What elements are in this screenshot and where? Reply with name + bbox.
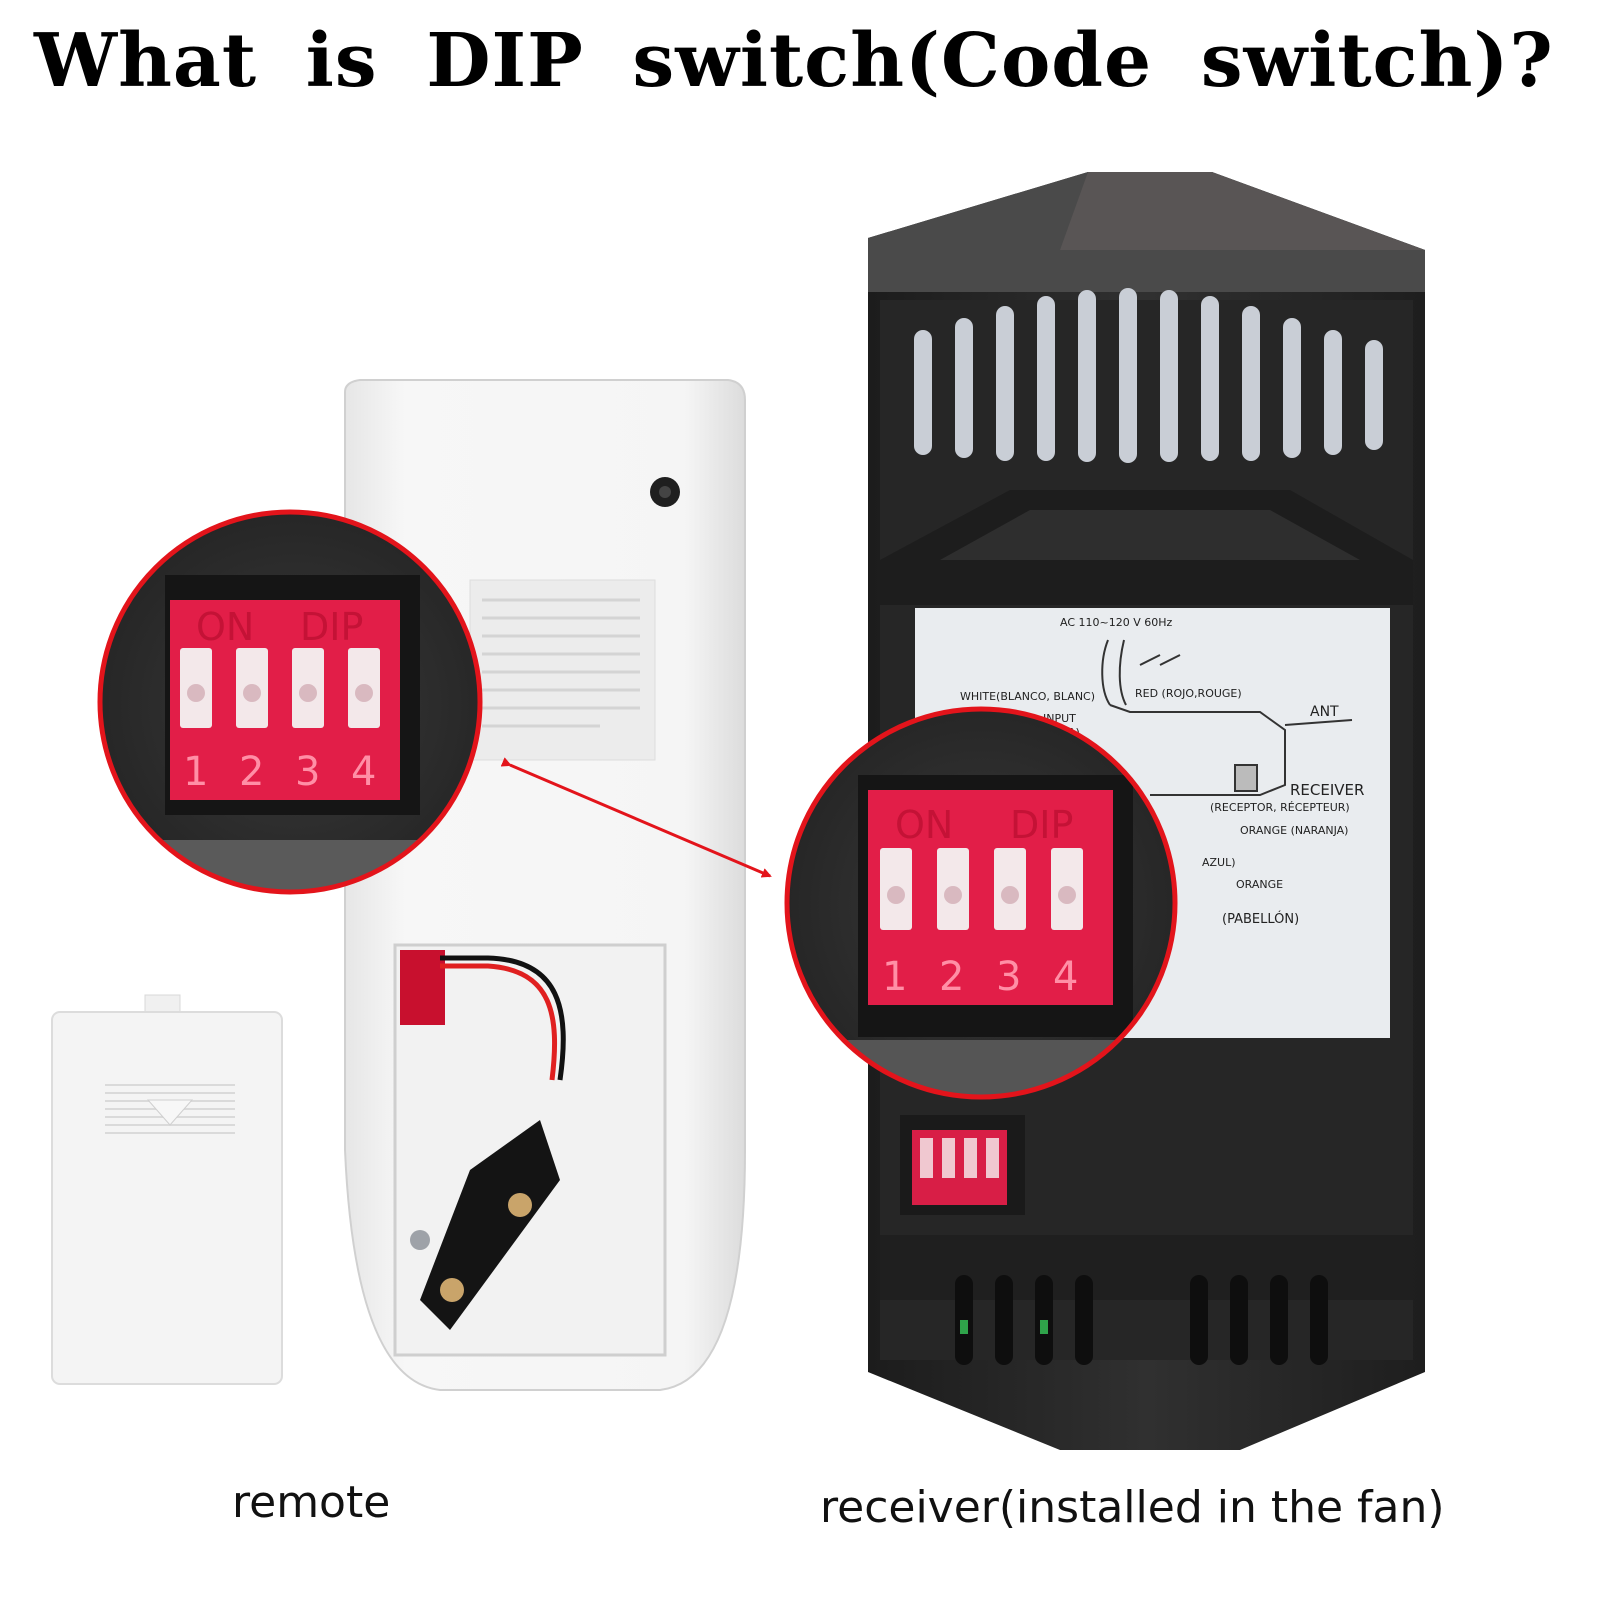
white-wire-text: WHITE(BLANCO, BLANC) xyxy=(960,690,1095,703)
dip-position-3-left: 3 xyxy=(295,749,320,795)
receiver-dip-switch-small xyxy=(900,1115,1025,1215)
battery-clip xyxy=(420,1120,560,1330)
arrow-down-icon xyxy=(146,1099,194,1126)
voltage-text: AC 110~120 V 60Hz xyxy=(1060,616,1173,629)
orange-1-text: ORANGE (NARANJA) xyxy=(1240,824,1348,837)
dip-position-2-left: 2 xyxy=(239,749,264,795)
dip-levers-right xyxy=(880,848,1083,930)
wiring-diagram xyxy=(1101,639,1353,796)
receiver-text: RECEIVER xyxy=(1290,781,1364,799)
top-vents xyxy=(914,288,1383,463)
headline: What is DIP switch(Code switch)? xyxy=(34,18,1554,104)
dip-position-4-right: 4 xyxy=(1053,954,1078,1000)
dip-position-3-right: 3 xyxy=(996,954,1021,1000)
dip-levers-left xyxy=(180,648,380,728)
battery-cover xyxy=(51,994,283,1385)
receiver-sub-text: (RECEPTOR, RÉCEPTEUR) xyxy=(1210,801,1350,814)
dip-position-2-right: 2 xyxy=(939,954,964,1000)
compartment-screw-icon xyxy=(410,1230,430,1250)
wiring-label-text: AC 110~120 V 60Hz WHITE(BLANCO, BLANC) R… xyxy=(960,616,1364,927)
ant-text: ANT xyxy=(1310,704,1339,720)
orange-2-text: ORANGE xyxy=(1236,878,1283,891)
blue-partial-text: AZUL) xyxy=(1202,856,1236,869)
dip-on-label-right: ON xyxy=(895,803,953,847)
remote-caption: remote xyxy=(232,1477,391,1528)
receiver-caption: receiver(installed in the fan) xyxy=(820,1482,1445,1533)
double-arrow-icon xyxy=(500,757,772,878)
red-wire-text: RED (ROJO,ROUGE) xyxy=(1135,687,1242,700)
dip-on-label-left: ON xyxy=(196,605,254,649)
dip-position-1-left: 1 xyxy=(183,749,208,795)
dip-dip-label-left: DIP xyxy=(300,605,363,649)
canopy-partial-text: (PABELLÓN) xyxy=(1222,911,1299,927)
remote-unit xyxy=(344,379,746,1391)
dip-position-1-right: 1 xyxy=(882,954,907,1000)
dip-position-4-left: 4 xyxy=(351,749,376,795)
dip-dip-label-right: DIP xyxy=(1010,803,1073,847)
